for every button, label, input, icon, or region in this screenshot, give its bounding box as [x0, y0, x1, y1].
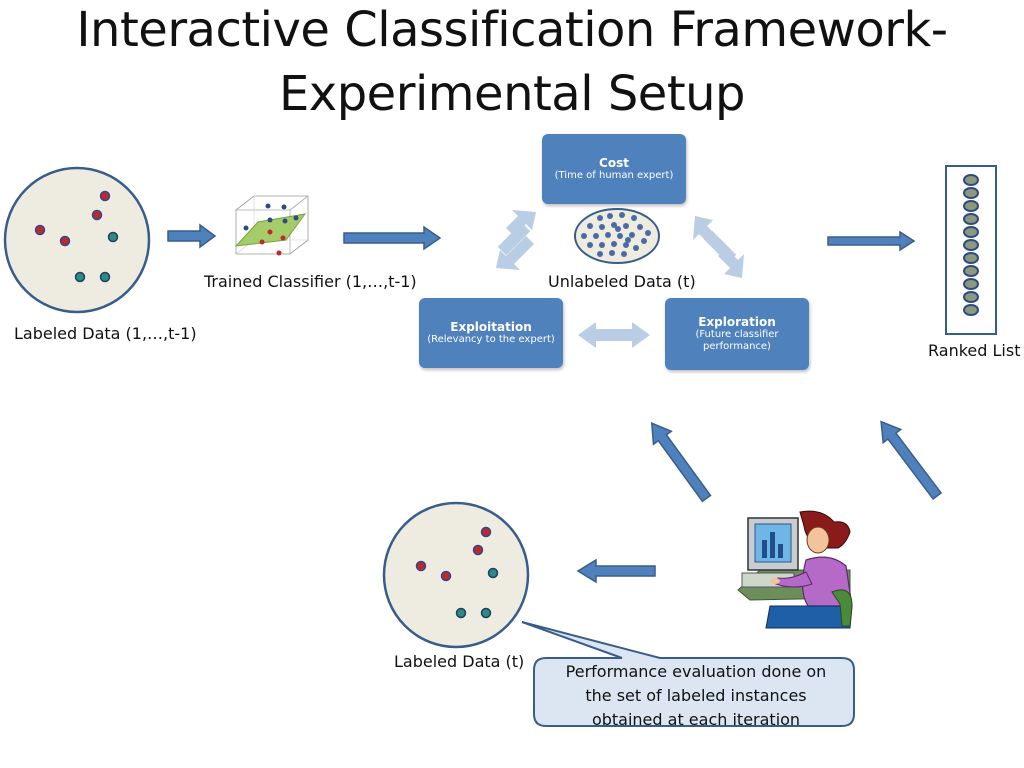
ranked-item — [963, 291, 979, 303]
ranked-list-label: Ranked List — [928, 341, 1021, 360]
labeled-data-t-circle — [382, 501, 530, 649]
teal-data-point — [487, 567, 499, 579]
exploration-title: Exploration — [698, 315, 776, 329]
arrow-from-expert-to-selection — [650, 422, 712, 503]
teal-data-point — [99, 271, 111, 283]
teal-data-point — [455, 607, 467, 619]
arrow-to-labeled-data-t — [576, 558, 656, 584]
title-line-1: Interactive Classification Framework- — [76, 2, 948, 58]
double-arrow-cost-exploration — [693, 216, 744, 278]
unlabeled-data-ellipse — [574, 208, 660, 264]
callout-line-1: Performance evaluation done on — [565, 662, 827, 681]
ranked-item — [963, 252, 979, 264]
double-arrow-cost-exploitation — [496, 210, 536, 270]
teal-data-point — [480, 607, 492, 619]
arrow-to-selection — [343, 225, 442, 251]
exploration-subtitle-line-2: performance) — [703, 341, 771, 352]
callout-line-3: obtained at each iteration — [591, 710, 801, 729]
human-expert-icon — [737, 510, 853, 629]
red-data-point — [59, 235, 71, 247]
ranked-item — [963, 239, 979, 251]
title-line-2: Experimental Setup — [278, 66, 746, 122]
labeled-data-t-label: Labeled Data (t) — [394, 652, 525, 671]
labeled-data-prev-label: Labeled Data (1,…,t-1) — [14, 324, 197, 343]
red-data-point — [440, 570, 452, 582]
arrow-to-ranked-list — [827, 230, 916, 252]
exploitation-title: Exploitation — [450, 320, 532, 334]
red-data-point — [472, 544, 484, 556]
classifier-cube-icon — [234, 195, 309, 256]
double-arrow-exploitation-exploration — [578, 322, 650, 348]
exploitation-box: Exploitation (Relevancy to the expert) — [419, 298, 563, 368]
callout-line-2: the set of labeled instances — [585, 686, 807, 705]
ranked-item — [963, 304, 979, 316]
labeled-data-prev-circle — [3, 166, 151, 314]
red-data-point — [99, 190, 111, 202]
red-data-point — [91, 209, 103, 221]
cost-box: Cost (Time of human expert) — [542, 134, 686, 204]
ranked-list-column — [945, 165, 997, 335]
ranked-item — [963, 187, 979, 199]
red-data-point — [415, 560, 427, 572]
teal-data-point — [74, 271, 86, 283]
teal-data-point — [107, 231, 119, 243]
exploration-subtitle-line-1: (Future classifier — [695, 329, 779, 340]
cost-subtitle: (Time of human expert) — [554, 170, 674, 181]
red-data-point — [480, 526, 492, 538]
ranked-item — [963, 265, 979, 277]
arrow-to-expert — [880, 420, 943, 500]
trained-classifier-label: Trained Classifier (1,…,t-1) — [204, 272, 417, 291]
ranked-item — [963, 278, 979, 290]
ranked-item — [963, 226, 979, 238]
exploitation-subtitle: (Relevancy to the expert) — [427, 334, 555, 345]
ranked-item — [963, 174, 979, 186]
red-data-point — [34, 224, 46, 236]
performance-callout-text: Performance evaluation done on the set o… — [540, 660, 852, 732]
exploration-box: Exploration (Future classifier performan… — [665, 298, 809, 370]
arrow-to-classifier — [167, 223, 217, 249]
cost-title: Cost — [599, 156, 629, 170]
page-title: Interactive Classification Framework- Ex… — [0, 0, 1024, 126]
ranked-item — [963, 213, 979, 225]
performance-callout-bubble — [521, 621, 855, 727]
unlabeled-data-label: Unlabeled Data (t) — [548, 272, 696, 291]
ranked-item — [963, 200, 979, 212]
